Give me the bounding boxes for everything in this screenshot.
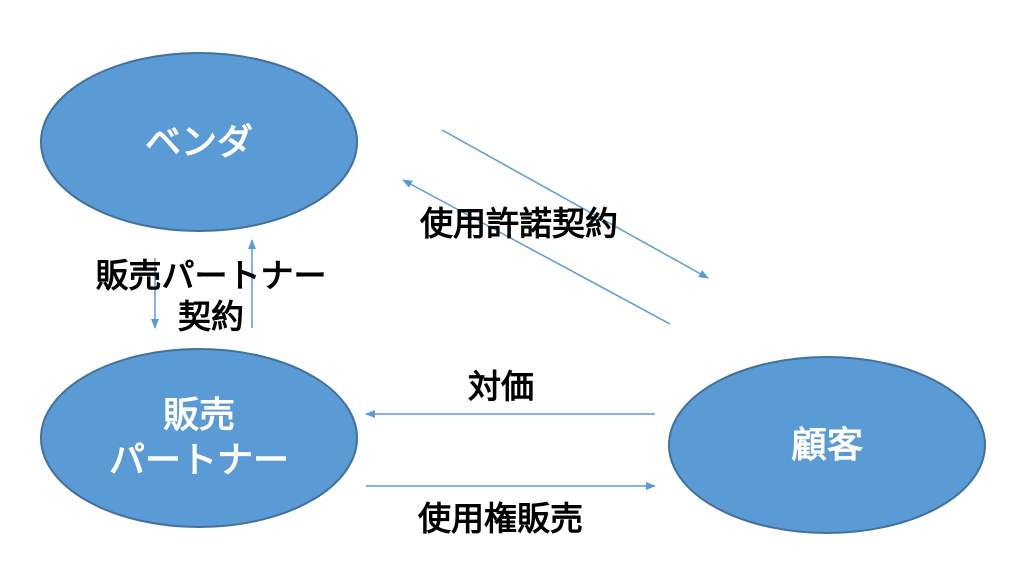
vendor-node-label: ベンダ (144, 121, 253, 163)
partner-node-label-line1: 販売 (162, 395, 235, 436)
customer-node-shape (668, 356, 986, 534)
license-sale-label: 使用権販売 (418, 499, 583, 538)
partner-node-label-line2: パートナー (108, 440, 289, 481)
arrow-vendor-to-customer (441, 129, 709, 279)
vendor-node-shape (40, 52, 358, 232)
customer-node-label: 顧客 (790, 424, 863, 466)
arrow-customer-to-vendor (402, 179, 671, 325)
partner-node-shape (40, 348, 358, 528)
vendor-node: ベンダ (40, 52, 358, 232)
payment-label: 対価 (468, 367, 534, 406)
license-agreement-label: 使用許諾契約 (420, 204, 618, 243)
partner-agreement-label: 販売パートナー 契約 (80, 255, 342, 338)
partner-agreement-label-line1: 販売パートナー (95, 256, 327, 295)
partner-node: 販売 パートナー (40, 348, 358, 528)
customer-node: 顧客 (668, 356, 986, 534)
partner-agreement-label-line2: 契約 (178, 297, 244, 337)
